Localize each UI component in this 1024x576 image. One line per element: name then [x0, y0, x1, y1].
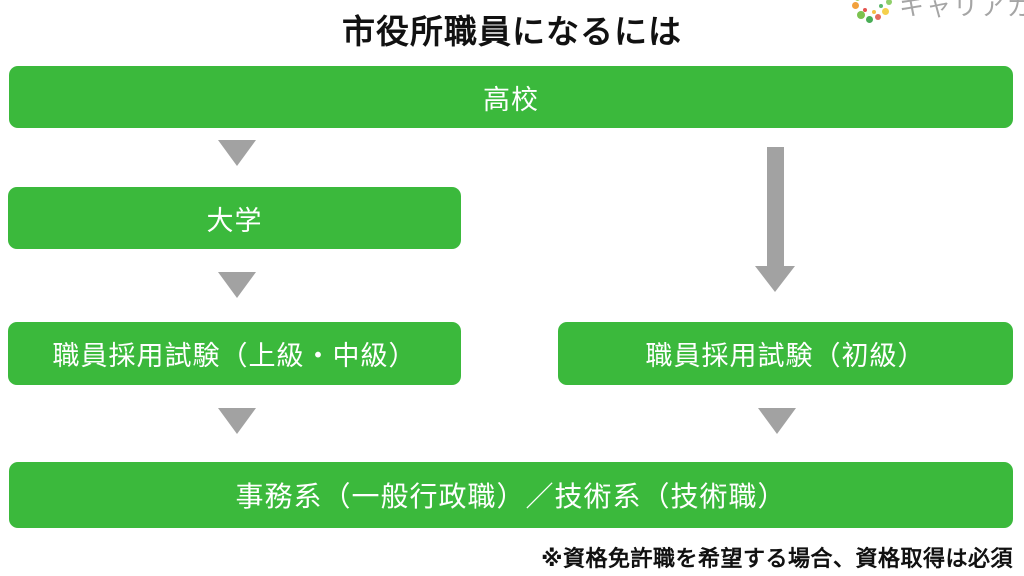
site-logo: キャリアガーデン	[851, 0, 1024, 25]
logo-text: キャリアガーデン	[899, 0, 1024, 21]
node-jobs: 事務系（一般行政職）／技術系（技術職）	[9, 462, 1013, 528]
node-university-label: 大学	[206, 205, 263, 236]
node-highschool-label: 高校	[483, 84, 539, 115]
footnote: ※資格免許職を希望する場合、資格取得は必須	[541, 546, 1013, 571]
arrow-down-head-highschool-to-exam-beginner	[755, 266, 795, 292]
node-exam-upper: 職員採用試験（上級・中級）	[8, 322, 461, 385]
arrow-down-icon-university-to-exam-upper	[218, 272, 256, 298]
node-exam-beginner-label: 職員採用試験（初級）	[645, 341, 926, 371]
arrow-down-icon-exam-upper-to-jobs	[218, 408, 256, 434]
node-jobs-label: 事務系（一般行政職）／技術系（技術職）	[235, 481, 787, 512]
node-exam-beginner: 職員採用試験（初級）	[558, 322, 1013, 385]
logo-flower-icon	[851, 0, 893, 24]
arrow-down-icon-exam-beginner-to-jobs	[758, 408, 796, 434]
node-highschool: 高校	[9, 66, 1013, 128]
arrow-down-icon-highschool-to-university	[218, 140, 256, 166]
node-university: 大学	[8, 187, 461, 249]
page-title: 市役所職員になるには	[342, 13, 682, 50]
arrow-down-shaft-highschool-to-exam-beginner	[767, 147, 784, 268]
node-exam-upper-label: 職員採用試験（上級・中級）	[52, 341, 417, 371]
